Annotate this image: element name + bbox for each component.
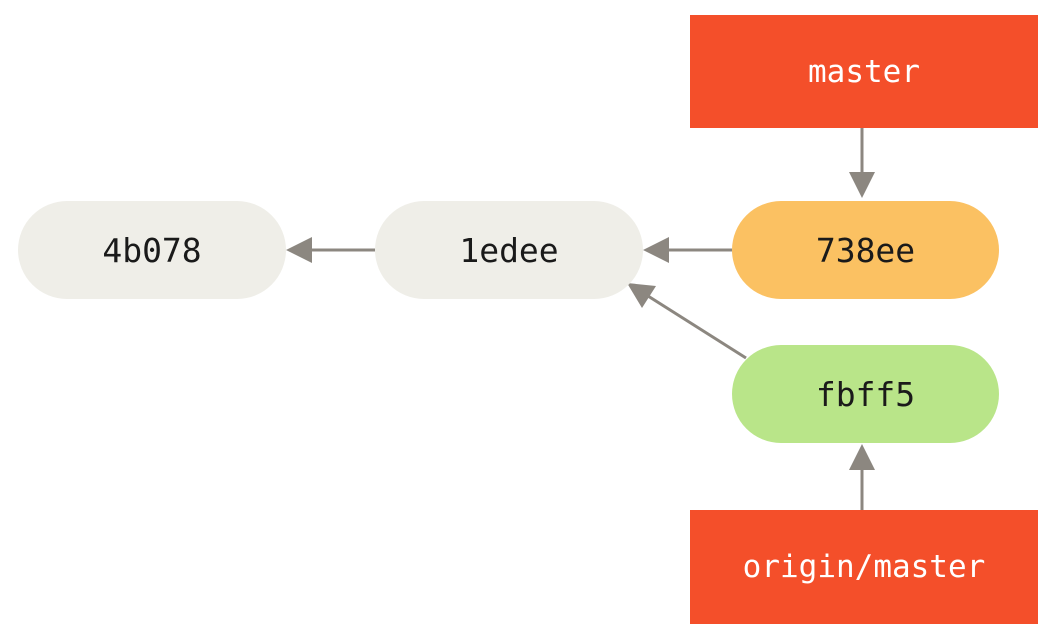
commit-node-738ee: 738ee <box>732 201 999 299</box>
commit-hash: fbff5 <box>815 374 916 414</box>
arrow-738ee-to-1edee <box>643 237 732 263</box>
arrow-fbff5-to-1edee <box>627 283 747 360</box>
commit-hash: 738ee <box>815 230 916 270</box>
origin-master-branch-label: origin/master <box>742 549 986 585</box>
master-branch-ref: master <box>690 15 1038 128</box>
commit-node-4b078: 4b078 <box>18 201 286 299</box>
commit-hash: 4b078 <box>102 230 202 270</box>
commit-node-fbff5: fbff5 <box>732 345 999 443</box>
commit-node-1edee: 1edee <box>375 201 643 299</box>
arrow-1edee-to-4b078 <box>286 237 375 263</box>
arrow-origin-master-to-fbff5 <box>849 444 875 510</box>
commit-hash: 1edee <box>459 230 559 270</box>
master-branch-label: master <box>808 53 920 90</box>
origin-master-branch-ref: origin/master <box>690 510 1038 624</box>
arrow-master-to-738ee <box>849 128 875 198</box>
